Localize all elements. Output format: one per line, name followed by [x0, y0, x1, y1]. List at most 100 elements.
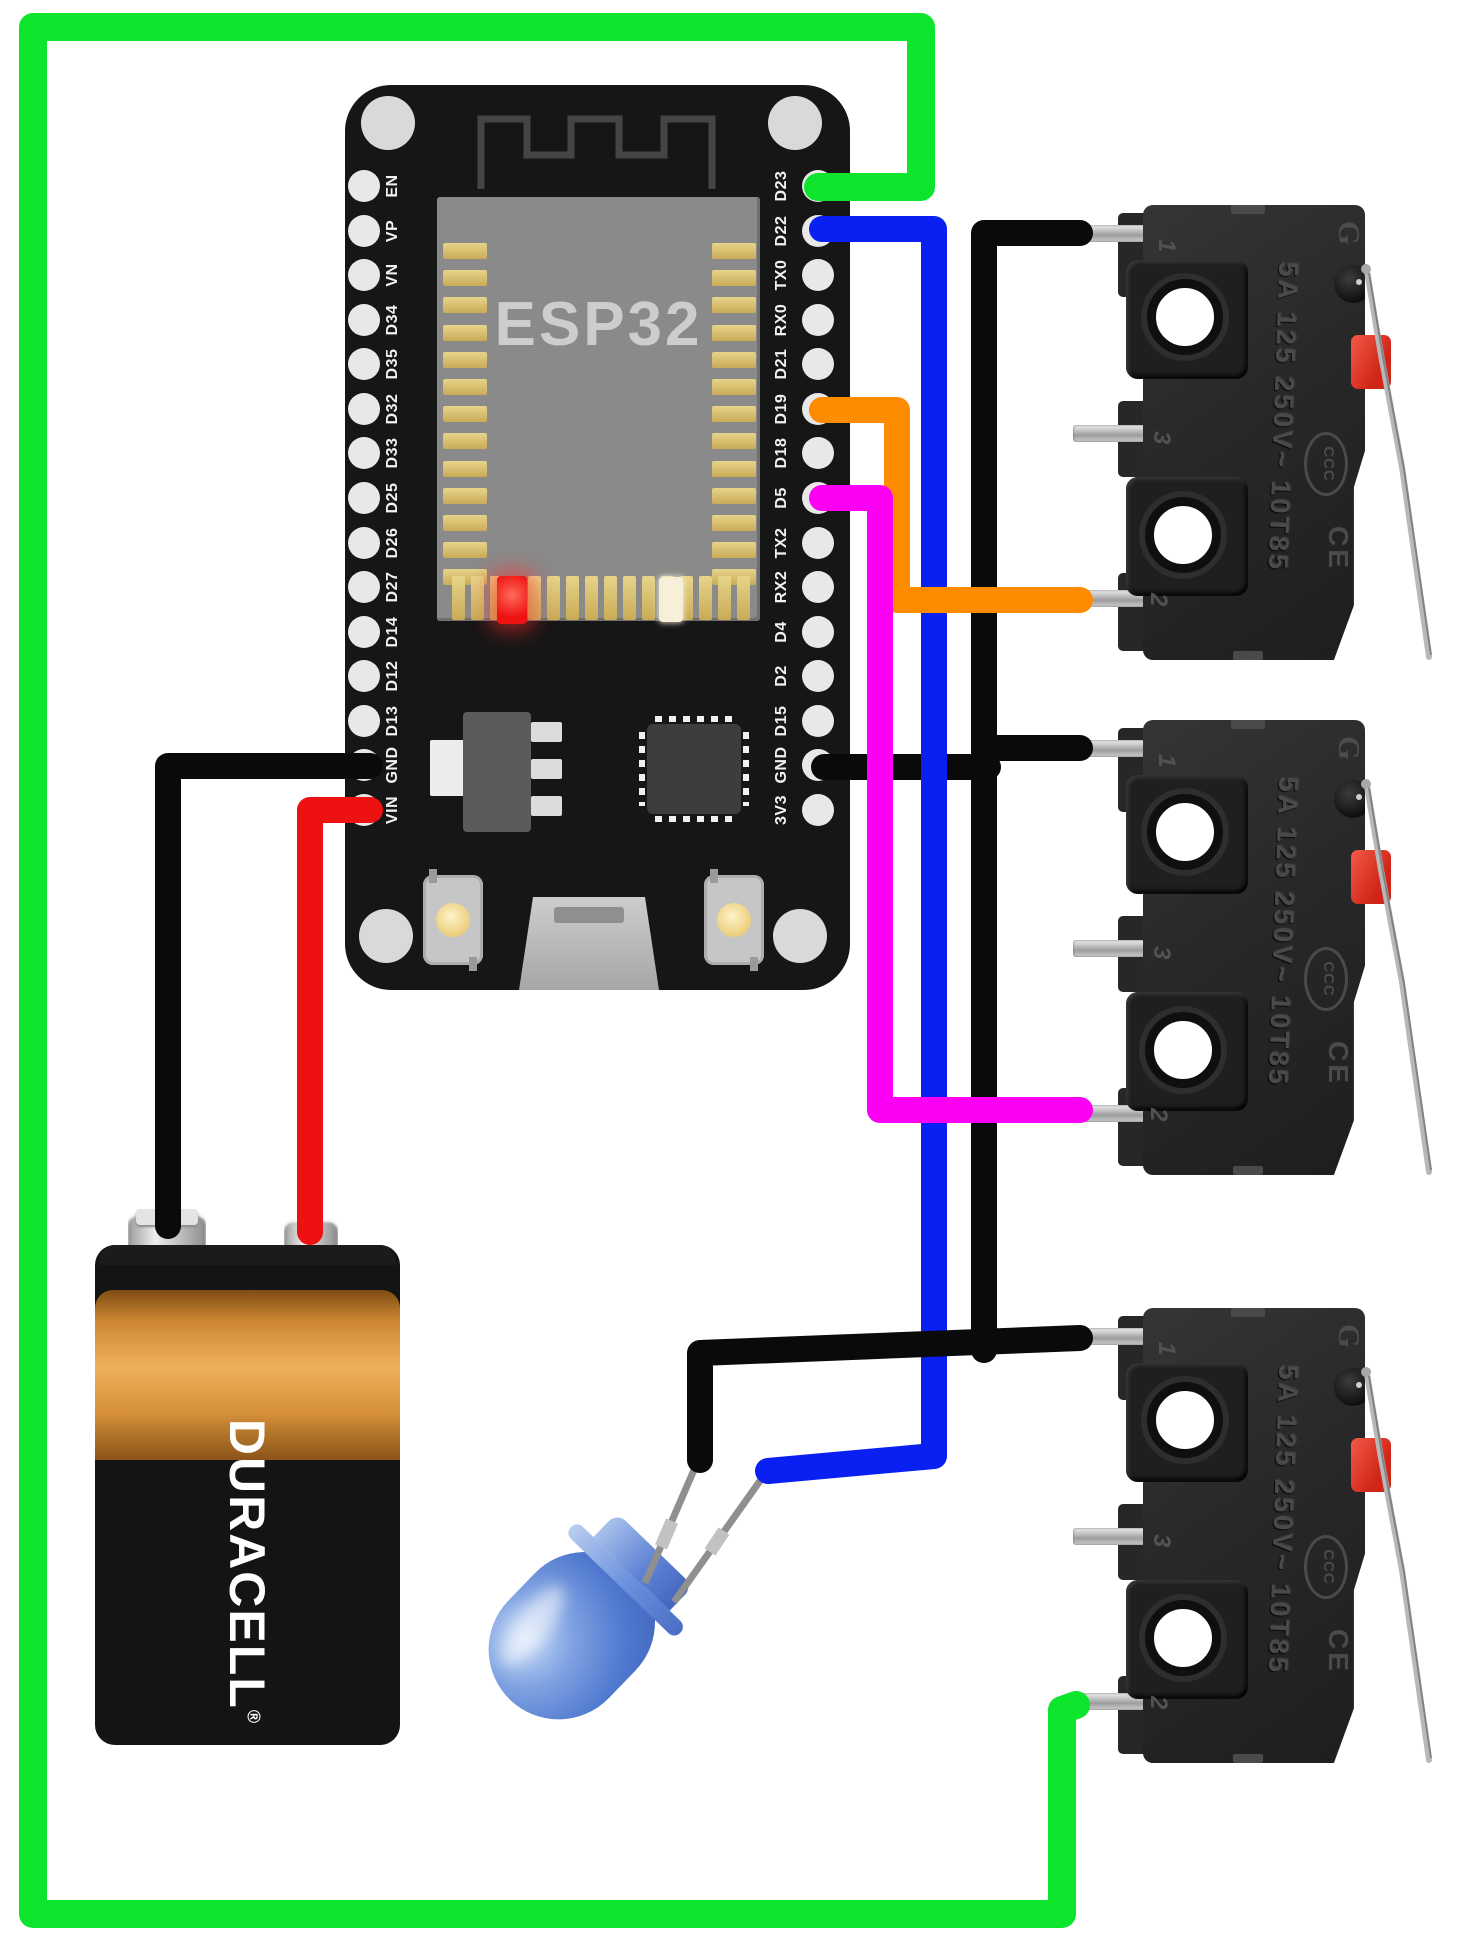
- solder-pad: [443, 270, 487, 287]
- en-button: [704, 869, 764, 971]
- pin-hole-VIN-left: [348, 793, 380, 826]
- switch-mounting-hole: [1145, 1600, 1221, 1676]
- solder-pad: [443, 324, 487, 341]
- boot-button: [423, 869, 483, 971]
- usb-uart-chip: [639, 716, 749, 822]
- mounting-hole: [361, 96, 415, 150]
- pin-label-3V3: 3V3: [773, 794, 790, 825]
- pin-hole-GND-left: [348, 749, 380, 782]
- pin-hole-D13-left: [348, 704, 380, 737]
- solder-pad: [443, 243, 487, 259]
- pin-hole-D14-left: [348, 615, 380, 648]
- solder-pad: [623, 576, 636, 620]
- terminal-number-3: 3: [1148, 1534, 1175, 1548]
- switch-rating-marking: 5A 125 250V~ 10T85: [1262, 776, 1304, 1088]
- solder-pad: [699, 576, 712, 620]
- limit-switch-3: 5A 125 250V~ 10T85 G CCC CE 1 3 2: [1073, 1308, 1475, 1778]
- solder-pad: [443, 351, 487, 368]
- solder-pad: [443, 515, 487, 531]
- pivot-bump: [1334, 265, 1365, 303]
- trademark-symbol: ®: [243, 1709, 264, 1726]
- limit-switch-1: 5A 125 250V~ 10T85 G CCC CE 1 3 2: [1073, 205, 1475, 675]
- switch-terminal-3-nc: [1073, 425, 1155, 442]
- solder-pad: [443, 542, 487, 559]
- mounting-hole: [359, 909, 413, 963]
- switch-terminal-1-common: [1073, 1328, 1155, 1345]
- micro-usb-connector: [519, 897, 659, 990]
- pin-hole-D33-left: [348, 437, 380, 470]
- pin-hole-RX0-right: [802, 303, 834, 336]
- case-notch: [1231, 1308, 1265, 1317]
- pin-hole-D5-right: [802, 481, 834, 514]
- ce-cert-mark: CE: [1323, 1629, 1354, 1674]
- solder-pad: [737, 576, 750, 620]
- wire-orange-d19-to-switch-1: [809, 397, 1093, 613]
- solder-pad: [712, 243, 756, 259]
- pin-hole-D27-left: [348, 571, 380, 604]
- solder-pad: [528, 576, 541, 620]
- regulator-leg: [531, 759, 562, 779]
- solder-pad: [712, 515, 756, 531]
- regulator-leg: [531, 796, 562, 816]
- switch-red-button: [1351, 850, 1391, 904]
- switch-mounting-hole: [1147, 279, 1223, 355]
- brand-text: DURACELL: [219, 1418, 275, 1710]
- pin-hole-TX0-right: [802, 259, 834, 292]
- case-notch: [1233, 651, 1263, 660]
- case-notch: [1231, 720, 1265, 729]
- pivot-bump: [1334, 1368, 1365, 1406]
- solder-pad: [443, 379, 487, 395]
- solder-pad: [712, 487, 756, 504]
- switch-logo: G: [1332, 221, 1367, 246]
- ccc-cert-mark: CCC: [1304, 432, 1348, 496]
- solder-pad: [712, 297, 756, 314]
- solder-pad: [443, 487, 487, 504]
- mounting-hole: [773, 909, 827, 963]
- pin-hole-D22-right: [802, 214, 834, 247]
- switch-logo: G: [1332, 1324, 1367, 1349]
- case-notch: [1231, 205, 1265, 214]
- pivot-bump: [1334, 780, 1365, 818]
- switch-terminal-1-common: [1073, 225, 1155, 242]
- switch-mounting-hole: [1145, 1012, 1221, 1088]
- switch-rating-marking: 5A 125 250V~ 10T85: [1262, 1364, 1304, 1676]
- pin-hole-RX2-right: [802, 571, 834, 604]
- solder-pad: [642, 576, 655, 620]
- switch-red-button: [1351, 335, 1391, 389]
- pin-hole-D34-left: [348, 303, 380, 336]
- switch-terminal-3-nc: [1073, 1528, 1155, 1545]
- mounting-hole: [768, 96, 822, 150]
- pin-hole-D2-right: [802, 660, 834, 693]
- pin-hole-D19-right: [802, 392, 834, 425]
- pin-hole-D21-right: [802, 348, 834, 381]
- solder-pad: [712, 270, 756, 287]
- solder-pad: [712, 379, 756, 395]
- solder-pad: [566, 576, 579, 620]
- terminal-number-1: 1: [1153, 239, 1180, 253]
- ce-cert-mark: CE: [1323, 526, 1354, 571]
- switch-logo: G: [1332, 736, 1367, 761]
- ce-cert-mark: CE: [1323, 1041, 1354, 1086]
- ccc-cert-mark: CCC: [1304, 947, 1348, 1011]
- terminal-number-3: 3: [1148, 431, 1175, 445]
- solder-pad: [712, 433, 756, 450]
- solder-pad: [443, 297, 487, 314]
- blue-led: [459, 1496, 711, 1749]
- pin-hole-D4-right: [802, 615, 834, 648]
- switch-terminal-1-common: [1073, 740, 1155, 757]
- solder-pad: [443, 406, 487, 423]
- pin-hole-VP-left: [348, 214, 380, 247]
- pin-hole-D15-right: [802, 704, 834, 737]
- pin-label-VIN: VIN: [384, 795, 401, 825]
- battery-9v: DURACELL®: [95, 1209, 400, 1745]
- status-led-white: [659, 577, 683, 622]
- ccc-cert-mark: CCC: [1304, 1535, 1348, 1599]
- pin-hole-TX2-right: [802, 526, 834, 559]
- pin-hole-D32-left: [348, 392, 380, 425]
- battery-top-edge: [99, 1245, 396, 1265]
- case-notch: [1233, 1754, 1263, 1763]
- pin-hole-3V3-right: [802, 793, 834, 826]
- terminal-number-2: 2: [1145, 1696, 1172, 1710]
